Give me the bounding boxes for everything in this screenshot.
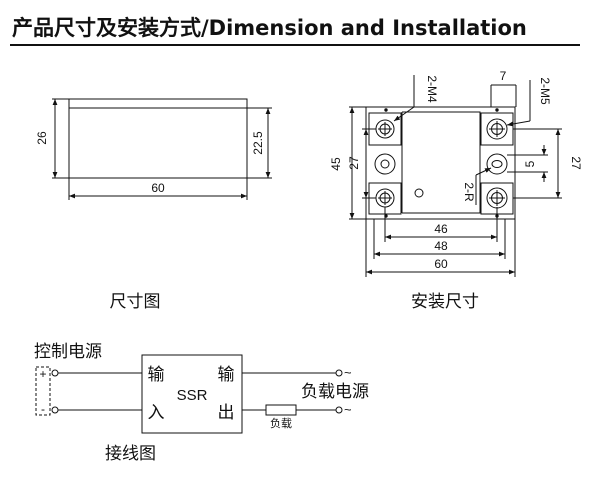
ac-symbol-bottom: ~ (344, 402, 352, 417)
dim-22-5-label: 22.5 (251, 131, 265, 155)
mounting-hole-left (374, 153, 396, 175)
terminal-screw-output-1 (486, 118, 508, 140)
load-source-label: 负载电源 (301, 382, 369, 402)
ssr-module-box (141, 354, 243, 434)
terminal-screw-output-2 (486, 187, 508, 209)
dim-60-side-label: 60 (151, 181, 165, 195)
plus-terminal-label: + (39, 367, 46, 381)
ssr-top-cover (402, 111, 481, 214)
control-source-box (35, 366, 51, 416)
ssr-label: SSR (177, 387, 208, 404)
dim-26-label: 26 (35, 131, 49, 145)
wiring-caption: 接线图 (105, 444, 156, 464)
output-label-top: 输 (218, 365, 235, 385)
side-view-caption: 尺寸图 (110, 292, 161, 312)
wiring-lines (51, 369, 343, 414)
input-label-top: 输 (148, 365, 165, 385)
label-27-right: 27 (569, 156, 583, 170)
label-46: 46 (434, 222, 448, 236)
title-underline (10, 44, 580, 46)
label-60: 60 (434, 257, 448, 271)
side-view (52, 98, 272, 200)
minus-terminal-label: - (41, 402, 45, 416)
terminal-screw-input-plus (375, 119, 395, 139)
label-7: 7 (500, 69, 507, 83)
label-27-left: 27 (347, 156, 361, 170)
label-45: 45 (329, 157, 343, 171)
mount-dimensions (349, 75, 562, 277)
label-2-m5: 2-M5 (538, 77, 552, 105)
page-title: 产品尺寸及安装方式/Dimension and Installation (12, 16, 527, 40)
ssr-side-body (68, 98, 248, 179)
input-label-bottom: 入 (148, 403, 165, 423)
control-source-label: 控制电源 (34, 342, 102, 362)
load-resistor (265, 404, 297, 416)
load-label: 负载 (270, 416, 292, 430)
label-2-m4: 2-M4 (425, 75, 439, 103)
label-2-r: 2-R (462, 182, 476, 202)
mounting-hole-right (486, 153, 508, 175)
mount-view-caption: 安装尺寸 (411, 292, 479, 312)
terminal-screw-input-minus (375, 188, 395, 208)
ac-symbol-top: ~ (344, 365, 352, 380)
label-48: 48 (434, 239, 448, 253)
label-5: 5 (523, 160, 537, 167)
output-label-bottom: 出 (218, 403, 235, 423)
status-led-hole (414, 188, 424, 198)
